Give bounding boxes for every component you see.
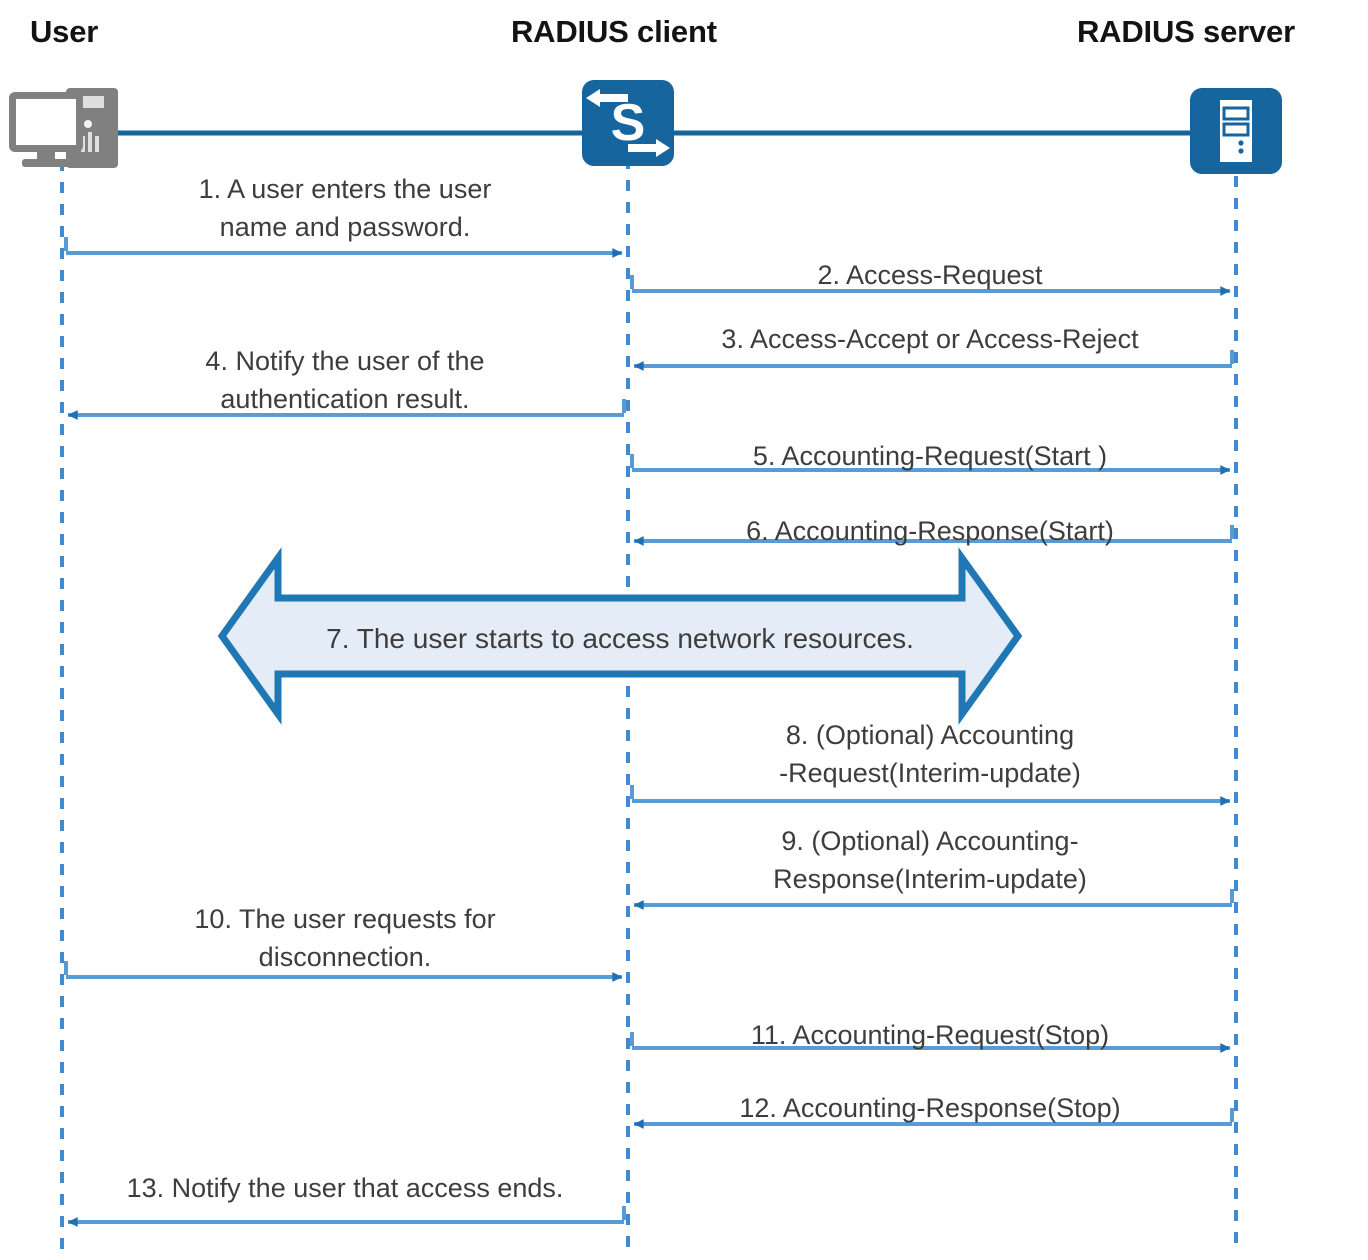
message-label-4: 4. Notify the user of the authentication… [205,346,485,415]
message-label-1: 1. A user enters the user name and passw… [198,174,492,243]
lifelines [60,158,1238,1252]
message-arrows [64,237,1234,1227]
svg-text:S: S [611,94,646,152]
switch-s-icon: S [582,80,674,166]
block-arrow-step-7 [217,547,1023,725]
message-label-12: 12. Accounting-Response(Stop) [739,1093,1121,1123]
actor-header-user: User [30,14,99,49]
message-label-2: 2. Access-Request [817,260,1043,290]
server-tower-icon [1190,88,1282,174]
desktop-pc-icon [9,88,118,168]
message-label-9: 9. (Optional) Accounting- Response(Inter… [773,826,1087,895]
message-label-8: 8. (Optional) Accounting -Request(Interi… [779,720,1081,789]
message-label-3: 3. Access-Accept or Access-Reject [721,324,1139,354]
actor-header-server: RADIUS server [1077,14,1295,49]
message-label-10: 10. The user requests for disconnection. [194,904,496,973]
block-arrow-label-step-7: 7. The user starts to access network res… [326,623,914,654]
message-label-5: 5. Accounting-Request(Start ) [752,441,1108,471]
message-label-6: 6. Accounting-Response(Start) [746,516,1114,546]
message-label-11: 11. Accounting-Request(Stop) [750,1020,1110,1050]
message-label-13: 13. Notify the user that access ends. [126,1173,564,1203]
actor-header-client: RADIUS client [511,14,717,49]
